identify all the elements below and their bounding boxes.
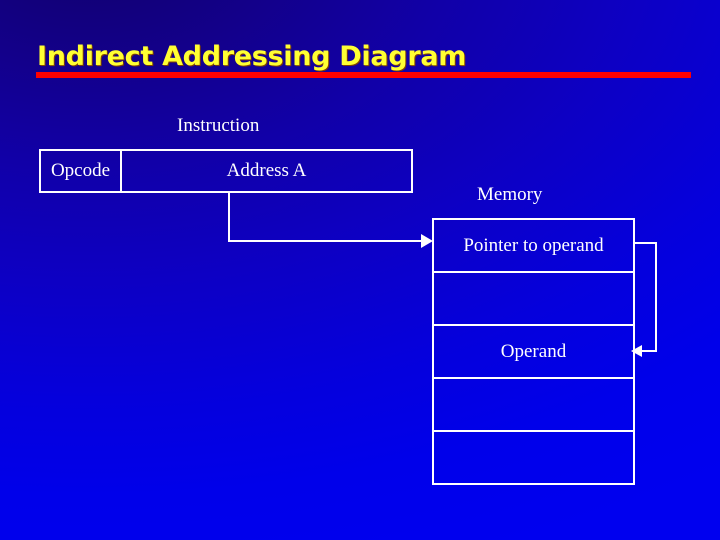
memory-cell-empty-2: [434, 379, 633, 432]
memory-cell-pointer: Pointer to operand: [434, 220, 633, 273]
title-underline-rule: [36, 72, 691, 78]
connector-pointer-to-operand-line: [641, 350, 657, 352]
memory-box: Pointer to operand Operand: [432, 218, 635, 485]
page-title: Indirect Addressing Diagram: [37, 41, 467, 72]
instruction-field-address: Address A: [226, 160, 307, 181]
connector-pointer-exit-line: [635, 242, 657, 244]
instruction-caption: Instruction: [177, 115, 260, 136]
memory-cell-operand: Operand: [434, 326, 633, 379]
instruction-box: Opcode Address A: [39, 149, 413, 193]
connector-address-to-pointer-line: [228, 240, 425, 242]
memory-cell-empty-3: [434, 432, 633, 483]
memory-caption: Memory: [477, 184, 543, 205]
connector-pointer-to-operand-vertical-line: [655, 242, 657, 352]
instruction-field-opcode: Opcode: [41, 151, 122, 191]
arrowhead-left-icon: [631, 345, 642, 357]
arrowhead-right-icon: [421, 234, 433, 248]
connector-address-drop-line: [228, 191, 230, 242]
memory-cell-empty-1: [434, 273, 633, 326]
